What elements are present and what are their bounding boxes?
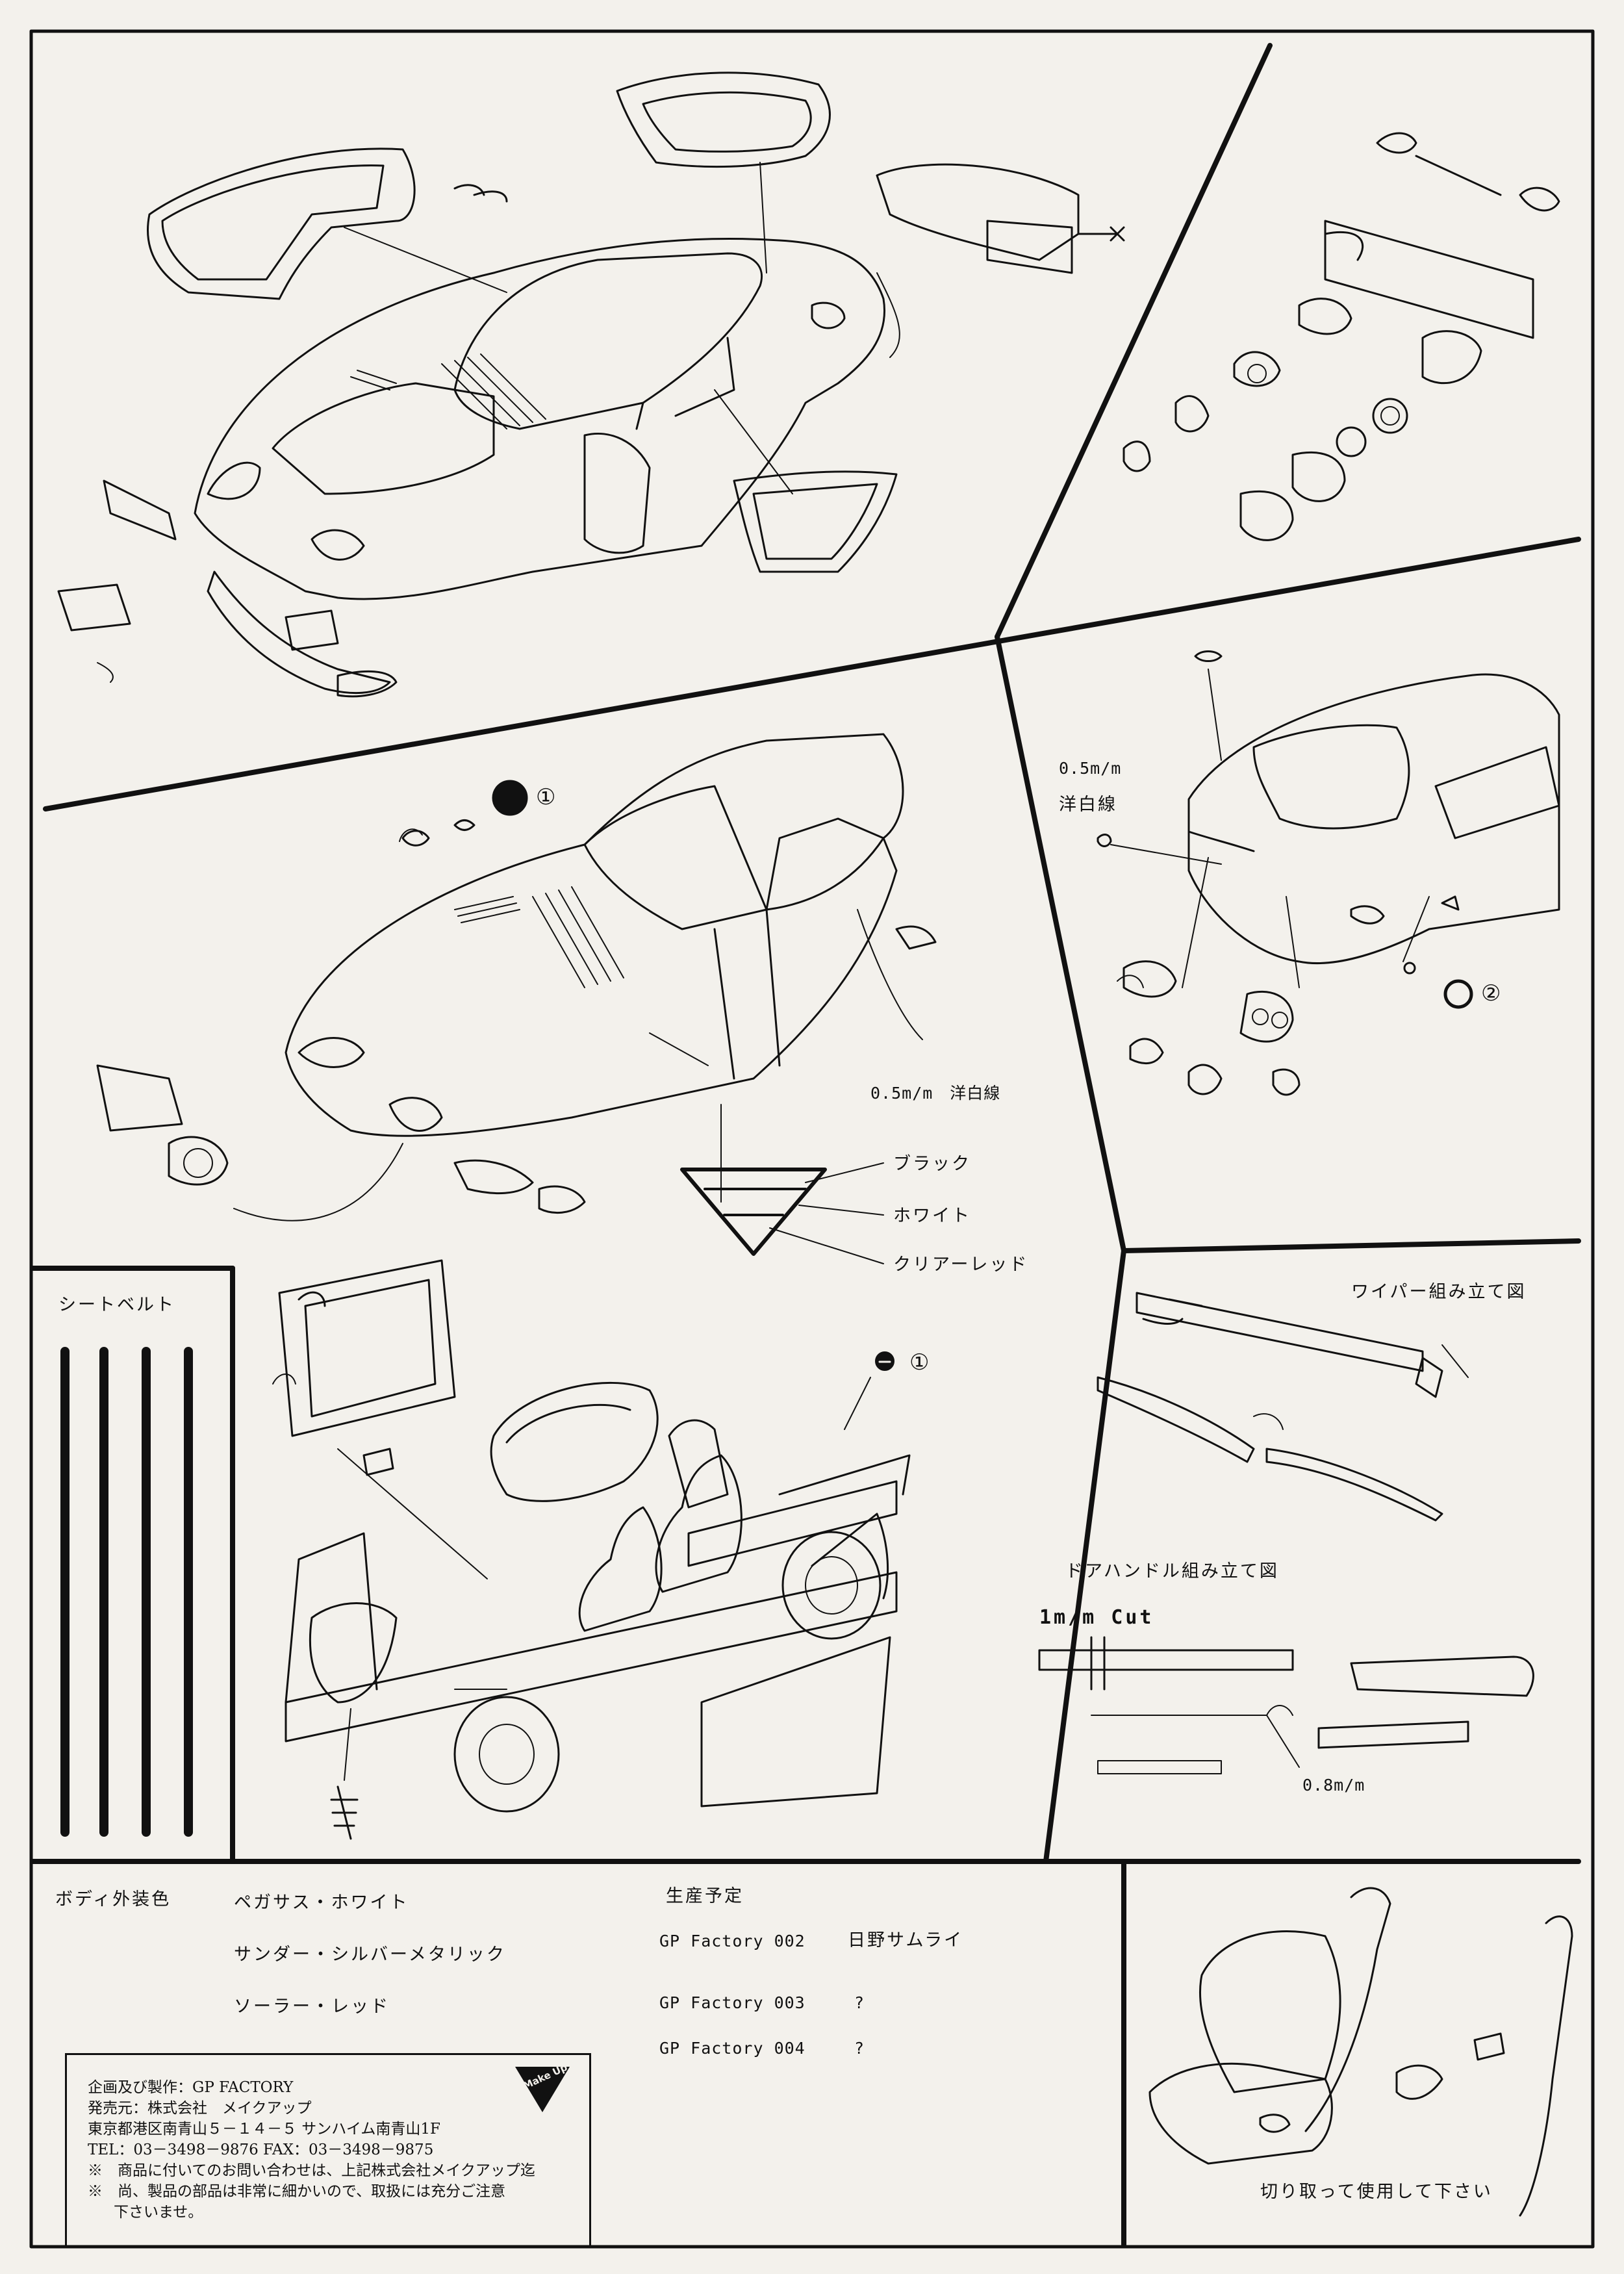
credit-note-1: ※ 商品に付いてのお問い合わせは、上記株式会社メイクアップ迄 [88, 2162, 535, 2179]
wire-thickness-label: 0.5m/m [1059, 759, 1122, 778]
wire-material-label: 洋白線 [1059, 795, 1117, 815]
credit-address: 東京都港区南青山５－１４－５ サンハイム南青山1F [88, 2121, 440, 2138]
credit-seller: 発売元：株式会社 メイクアップ [88, 2100, 312, 2117]
decal-clear-red-label: クリアーレッド [893, 1255, 1029, 1275]
cut-instruction-label: 1m/m Cut [1039, 1606, 1154, 1629]
wire-08-label: 0.8m/m [1302, 1776, 1365, 1795]
credit-phone: TEL：03－3498－9876 FAX：03－3498－9875 [88, 2141, 434, 2158]
production-name-1: 日野サムライ [848, 1930, 964, 1950]
outer-frame [29, 29, 1595, 2249]
wiper-assembly-drawing [1097, 1292, 1469, 1522]
body-color-3: ソーラー・レッド [234, 1997, 390, 2017]
seatbelt-box-lines [30, 1266, 235, 1864]
cut-out-note: 切り取って使用して下さい [1260, 2182, 1493, 2202]
car-rear-view [1097, 650, 1560, 1096]
body-color-2: サンダー・シルバーメタリック [234, 1945, 506, 1965]
seatbelt-strips [60, 1347, 193, 1837]
door-handle-assembly-drawing [1038, 1636, 1534, 1774]
production-code-1: GP Factory 002 [659, 1932, 806, 1950]
production-name-2: ? [854, 1993, 865, 2012]
wiper-assembly-label: ワイパー組み立て図 [1351, 1282, 1527, 1302]
car-front-view [96, 733, 937, 1221]
decal-black-label: ブラック [893, 1154, 971, 1174]
rear-lamps-view [1123, 132, 1560, 541]
production-heading: 生産予定 [666, 1886, 744, 1906]
production-code-3: GP Factory 004 [659, 2039, 806, 2058]
black-marker-dot [492, 780, 528, 816]
credit-planning: 企画及び製作：GP FACTORY [88, 2079, 294, 2096]
makeup-logo [515, 2067, 570, 2112]
credit-note-3: 下さいませ。 [114, 2204, 203, 2221]
section-dividers [30, 43, 1581, 2247]
marker-circle-one-a: ① [536, 784, 556, 810]
body-colors-heading: ボディ外装色 [55, 1889, 171, 1910]
door-handle-assembly-label: ドアハンドル組み立て図 [1065, 1561, 1279, 1581]
credits-box: 企画及び製作：GP FACTORY 発売元：株式会社 メイクアップ 東京都港区南… [65, 2053, 591, 2248]
production-name-3: ? [854, 2039, 865, 2058]
body-exploded-view [57, 71, 1125, 698]
marker-circle-two: ② [1481, 980, 1501, 1006]
marker-circle-one-b: ① [909, 1349, 930, 1375]
interior-chassis-view [272, 1259, 911, 1840]
wire-label-front: 0.5m/m 洋白線 [870, 1084, 1001, 1103]
body-color-1: ペガサス・ホワイト [234, 1893, 409, 1913]
seatbelt-install-drawing [1148, 1887, 1573, 2217]
decal-white-label: ホワイト [893, 1206, 971, 1226]
production-code-2: GP Factory 003 [659, 1993, 806, 2012]
decal-triangle [680, 1162, 884, 1264]
credit-note-2: ※ 尚、製品の部品は非常に細かいので、取扱には充分ご注意 [88, 2183, 506, 2200]
seatbelt-label: シートベルト [58, 1295, 175, 1315]
